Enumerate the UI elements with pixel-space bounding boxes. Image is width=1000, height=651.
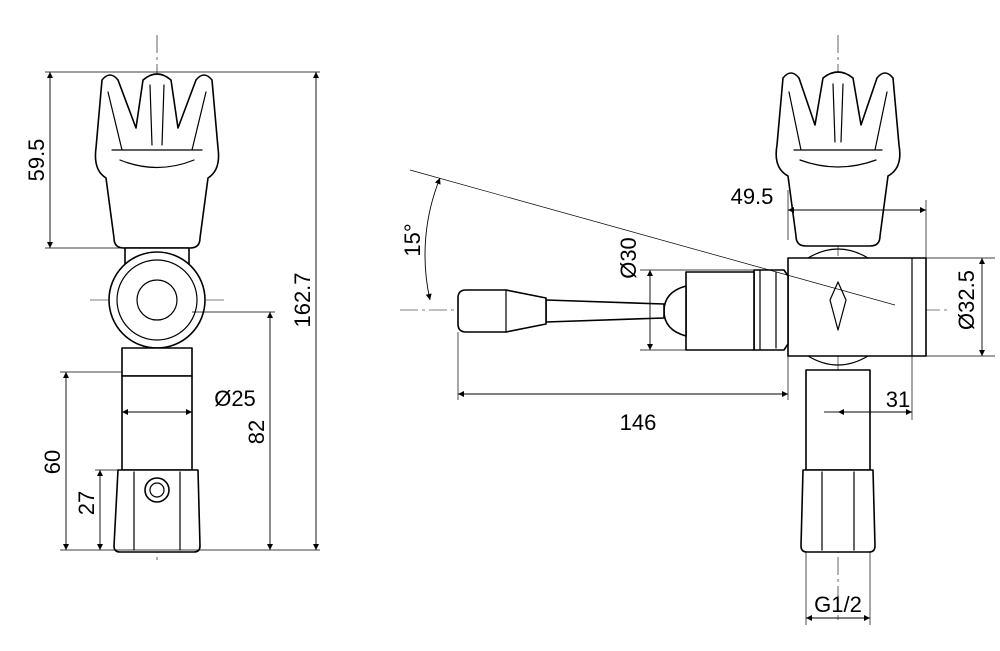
front-pipe <box>121 375 193 471</box>
dim-body-diameter: Ø32.5 <box>954 270 979 330</box>
side-lower-pipe <box>805 369 871 471</box>
side-valve-body-curves <box>807 248 869 366</box>
front-body-port <box>136 279 178 321</box>
dim-thread: G1/2 <box>814 592 862 617</box>
front-body-inner <box>116 259 198 341</box>
side-view <box>400 35 950 620</box>
side-flow-arrow <box>829 281 847 331</box>
side-dimensions: 15° Ø30 49.5 Ø32.5 146 31 G1/2 <box>400 169 995 625</box>
side-valve-body <box>787 257 927 357</box>
dim-crown-height: 59.5 <box>24 139 49 182</box>
side-spray-head-ribs <box>788 83 888 151</box>
front-body-outer <box>108 251 206 349</box>
dim-lower-height: 82 <box>244 420 269 444</box>
dim-overall-height: 162.7 <box>290 272 315 327</box>
side-lever-rod <box>545 299 665 323</box>
dim-handle-length: 146 <box>620 410 657 435</box>
dim-offset: 31 <box>886 387 910 412</box>
front-spray-head <box>94 73 220 249</box>
side-spray-head-curve <box>799 159 877 168</box>
side-handle-dome <box>663 285 687 337</box>
side-hex-fitting <box>800 469 876 553</box>
front-dimensions: 59.5 162.7 Ø25 82 60 27 <box>24 71 320 551</box>
dim-hex-height: 27 <box>74 491 99 515</box>
dim-pipe-diameter: Ø25 <box>214 386 256 411</box>
side-handle-nut-flats <box>759 269 777 351</box>
front-pipe-upper <box>121 347 193 377</box>
dim-crown-width: 49.5 <box>731 184 774 209</box>
front-bolt-outer <box>144 477 170 503</box>
front-view <box>90 35 225 560</box>
side-hex-edges <box>821 471 855 551</box>
front-bolt-inner <box>149 482 165 498</box>
dim-inlet-height: 60 <box>40 450 65 474</box>
front-hex-edges <box>133 471 181 551</box>
side-lever-grip <box>457 289 547 333</box>
side-spray-head <box>775 71 901 247</box>
side-handle-boss <box>685 271 755 351</box>
side-handle-nut <box>753 269 789 351</box>
dim-handle-diameter: Ø30 <box>616 237 641 279</box>
front-hex-fitting <box>113 469 201 553</box>
front-spray-head-curve <box>119 159 195 169</box>
dim-angle: 15° <box>400 223 425 256</box>
front-spray-head-ribs <box>107 84 207 151</box>
